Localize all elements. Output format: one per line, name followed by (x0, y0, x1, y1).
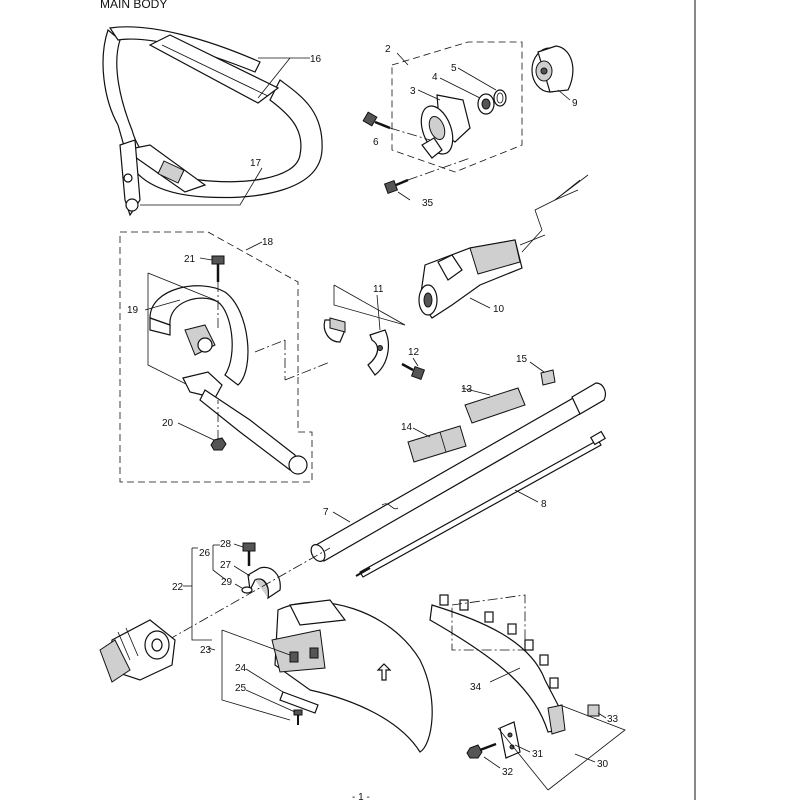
callout-34: 34 (470, 682, 482, 693)
callout-11: 11 (373, 284, 384, 295)
group-outline-34 (451, 594, 526, 651)
clamp-half-a (323, 317, 346, 343)
clamp-half-b (367, 329, 389, 376)
callout-31: 31 (532, 749, 544, 760)
label-sticker-14 (407, 425, 467, 463)
gear-case (99, 619, 176, 683)
callout-26: 26 (199, 548, 211, 559)
circlip (493, 89, 507, 107)
bolt-21 (211, 255, 225, 282)
nut-20 (210, 437, 227, 451)
callout-30: 30 (597, 759, 609, 770)
callout-3: 3 (410, 86, 416, 97)
callout-19: 19 (127, 305, 139, 316)
callout-20: 20 (162, 418, 174, 429)
group-outline-2 (391, 41, 523, 173)
guard-extension (429, 594, 566, 735)
label-sticker-15 (540, 369, 556, 386)
bolt-6 (362, 111, 391, 130)
callout-9: 9 (572, 98, 578, 109)
pipe-clamp (247, 566, 281, 600)
callout-10: 10 (493, 304, 505, 315)
guard (271, 599, 433, 753)
screw-25 (293, 709, 303, 725)
bearing (477, 93, 495, 115)
callout-14: 14 (401, 422, 413, 433)
callout-13: 13 (461, 384, 473, 395)
shoulder-harness (102, 26, 323, 217)
loop-handle (149, 285, 249, 386)
callout-32: 32 (502, 767, 514, 778)
group-outline-18 (119, 231, 313, 483)
callout-23: 23 (200, 645, 212, 656)
bolt-12 (401, 362, 426, 381)
bolt-32 (466, 742, 497, 759)
clutch-housing (420, 94, 471, 159)
bolt-35 (383, 178, 409, 195)
callout-2: 2 (385, 44, 391, 55)
callout-33: 33 (607, 714, 619, 725)
callout-29: 29 (221, 577, 233, 588)
handle-bracket (182, 371, 308, 475)
callout-28: 28 (220, 539, 232, 550)
page-number: - 1 - (352, 792, 370, 800)
callout-8: 8 (541, 499, 547, 510)
callout-22: 22 (172, 582, 184, 593)
drive-shaft (355, 430, 607, 578)
callout-4: 4 (432, 72, 438, 83)
throttle-handle (418, 174, 589, 319)
callout-15: 15 (516, 354, 528, 365)
clutch-drum (531, 45, 574, 93)
callout-6: 6 (373, 137, 379, 148)
callout-12: 12 (408, 347, 420, 358)
plate-31 (499, 721, 521, 759)
callout-21: 21 (184, 254, 196, 265)
callout-5: 5 (451, 63, 457, 74)
callout-18: 18 (262, 237, 274, 248)
callout-35: 35 (422, 198, 434, 209)
bolt-28 (242, 542, 256, 566)
callout-25: 25 (235, 683, 247, 694)
main-pipe (310, 382, 607, 562)
washer-29 (241, 586, 253, 594)
guard-plate-24 (279, 691, 319, 714)
callout-16: 16 (310, 54, 322, 65)
page-title: MAIN BODY (100, 0, 167, 11)
callout-27: 27 (220, 560, 232, 571)
callout-17: 17 (250, 158, 262, 169)
callout-24: 24 (235, 663, 247, 674)
label-sticker-13 (464, 387, 526, 424)
callout-7: 7 (323, 507, 329, 518)
nut-33 (587, 704, 600, 717)
